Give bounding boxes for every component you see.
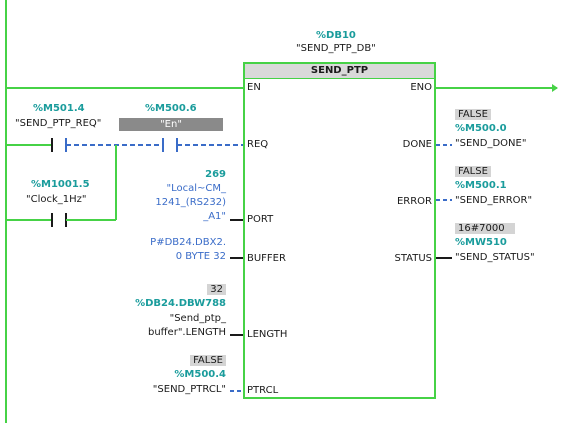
length-operand-line1[interactable]: "Send_ptp_ [169,313,226,324]
pin-buffer: BUFFER [247,253,286,264]
done-address[interactable]: %M500.0 [455,123,507,134]
port-value: 269 [205,169,226,180]
status-operand-name[interactable]: "SEND_STATUS" [455,252,535,263]
pin-eno: ENO [410,82,432,93]
done-value: FALSE [455,109,491,120]
length-value: 32 [207,284,226,295]
buffer-operand-line2[interactable]: 0 BYTE 32 [175,251,226,262]
done-operand-name[interactable]: "SEND_DONE" [455,138,527,149]
instance-db-address[interactable]: %DB10 [316,30,356,41]
en-contact-name[interactable]: "En" [119,118,223,131]
port-operand-line3[interactable]: _A1" [203,211,226,222]
status-value: 16#7000 [455,223,515,234]
req-contact-address[interactable]: %M501.4 [33,103,85,114]
instance-db-name[interactable]: "SEND_PTP_DB" [296,43,376,54]
length-operand-line2[interactable]: buffer".LENGTH [147,327,226,338]
error-value: FALSE [455,166,491,177]
pin-req: REQ [247,139,269,150]
pin-ptrcl: PTRCL [247,385,279,396]
send-ptp-block[interactable]: SEND_PTP [243,62,436,399]
status-address[interactable]: %MW510 [455,237,507,248]
buffer-operand-line1[interactable]: P#DB24.DBX2. [150,237,226,248]
ptrcl-address[interactable]: %M500.4 [174,369,226,380]
clock-contact-name[interactable]: "Clock_1Hz" [26,194,87,205]
pin-error: ERROR [396,196,432,207]
port-operand-line2[interactable]: 1241_(RS232) [155,197,226,208]
error-operand-name[interactable]: "SEND_ERROR" [455,195,533,206]
pin-status: STATUS [394,253,432,264]
pin-port: PORT [247,214,274,225]
eno-arrow-icon [552,84,558,92]
ptrcl-value: FALSE [190,355,226,366]
pin-en: EN [247,82,261,93]
en-contact-address[interactable]: %M500.6 [145,103,197,114]
port-operand-line1[interactable]: "Local~CM_ [166,183,226,194]
ptrcl-operand-name[interactable]: "SEND_PTRCL" [152,384,226,395]
clock-contact-address[interactable]: %M1001.5 [31,179,90,190]
block-title: SEND_PTP [245,64,434,79]
pin-done: DONE [402,139,432,150]
pin-length: LENGTH [247,329,288,340]
error-address[interactable]: %M500.1 [455,180,507,191]
req-contact-name[interactable]: "SEND_PTP_REQ" [15,118,102,129]
length-address[interactable]: %DB24.DBW788 [135,298,226,309]
